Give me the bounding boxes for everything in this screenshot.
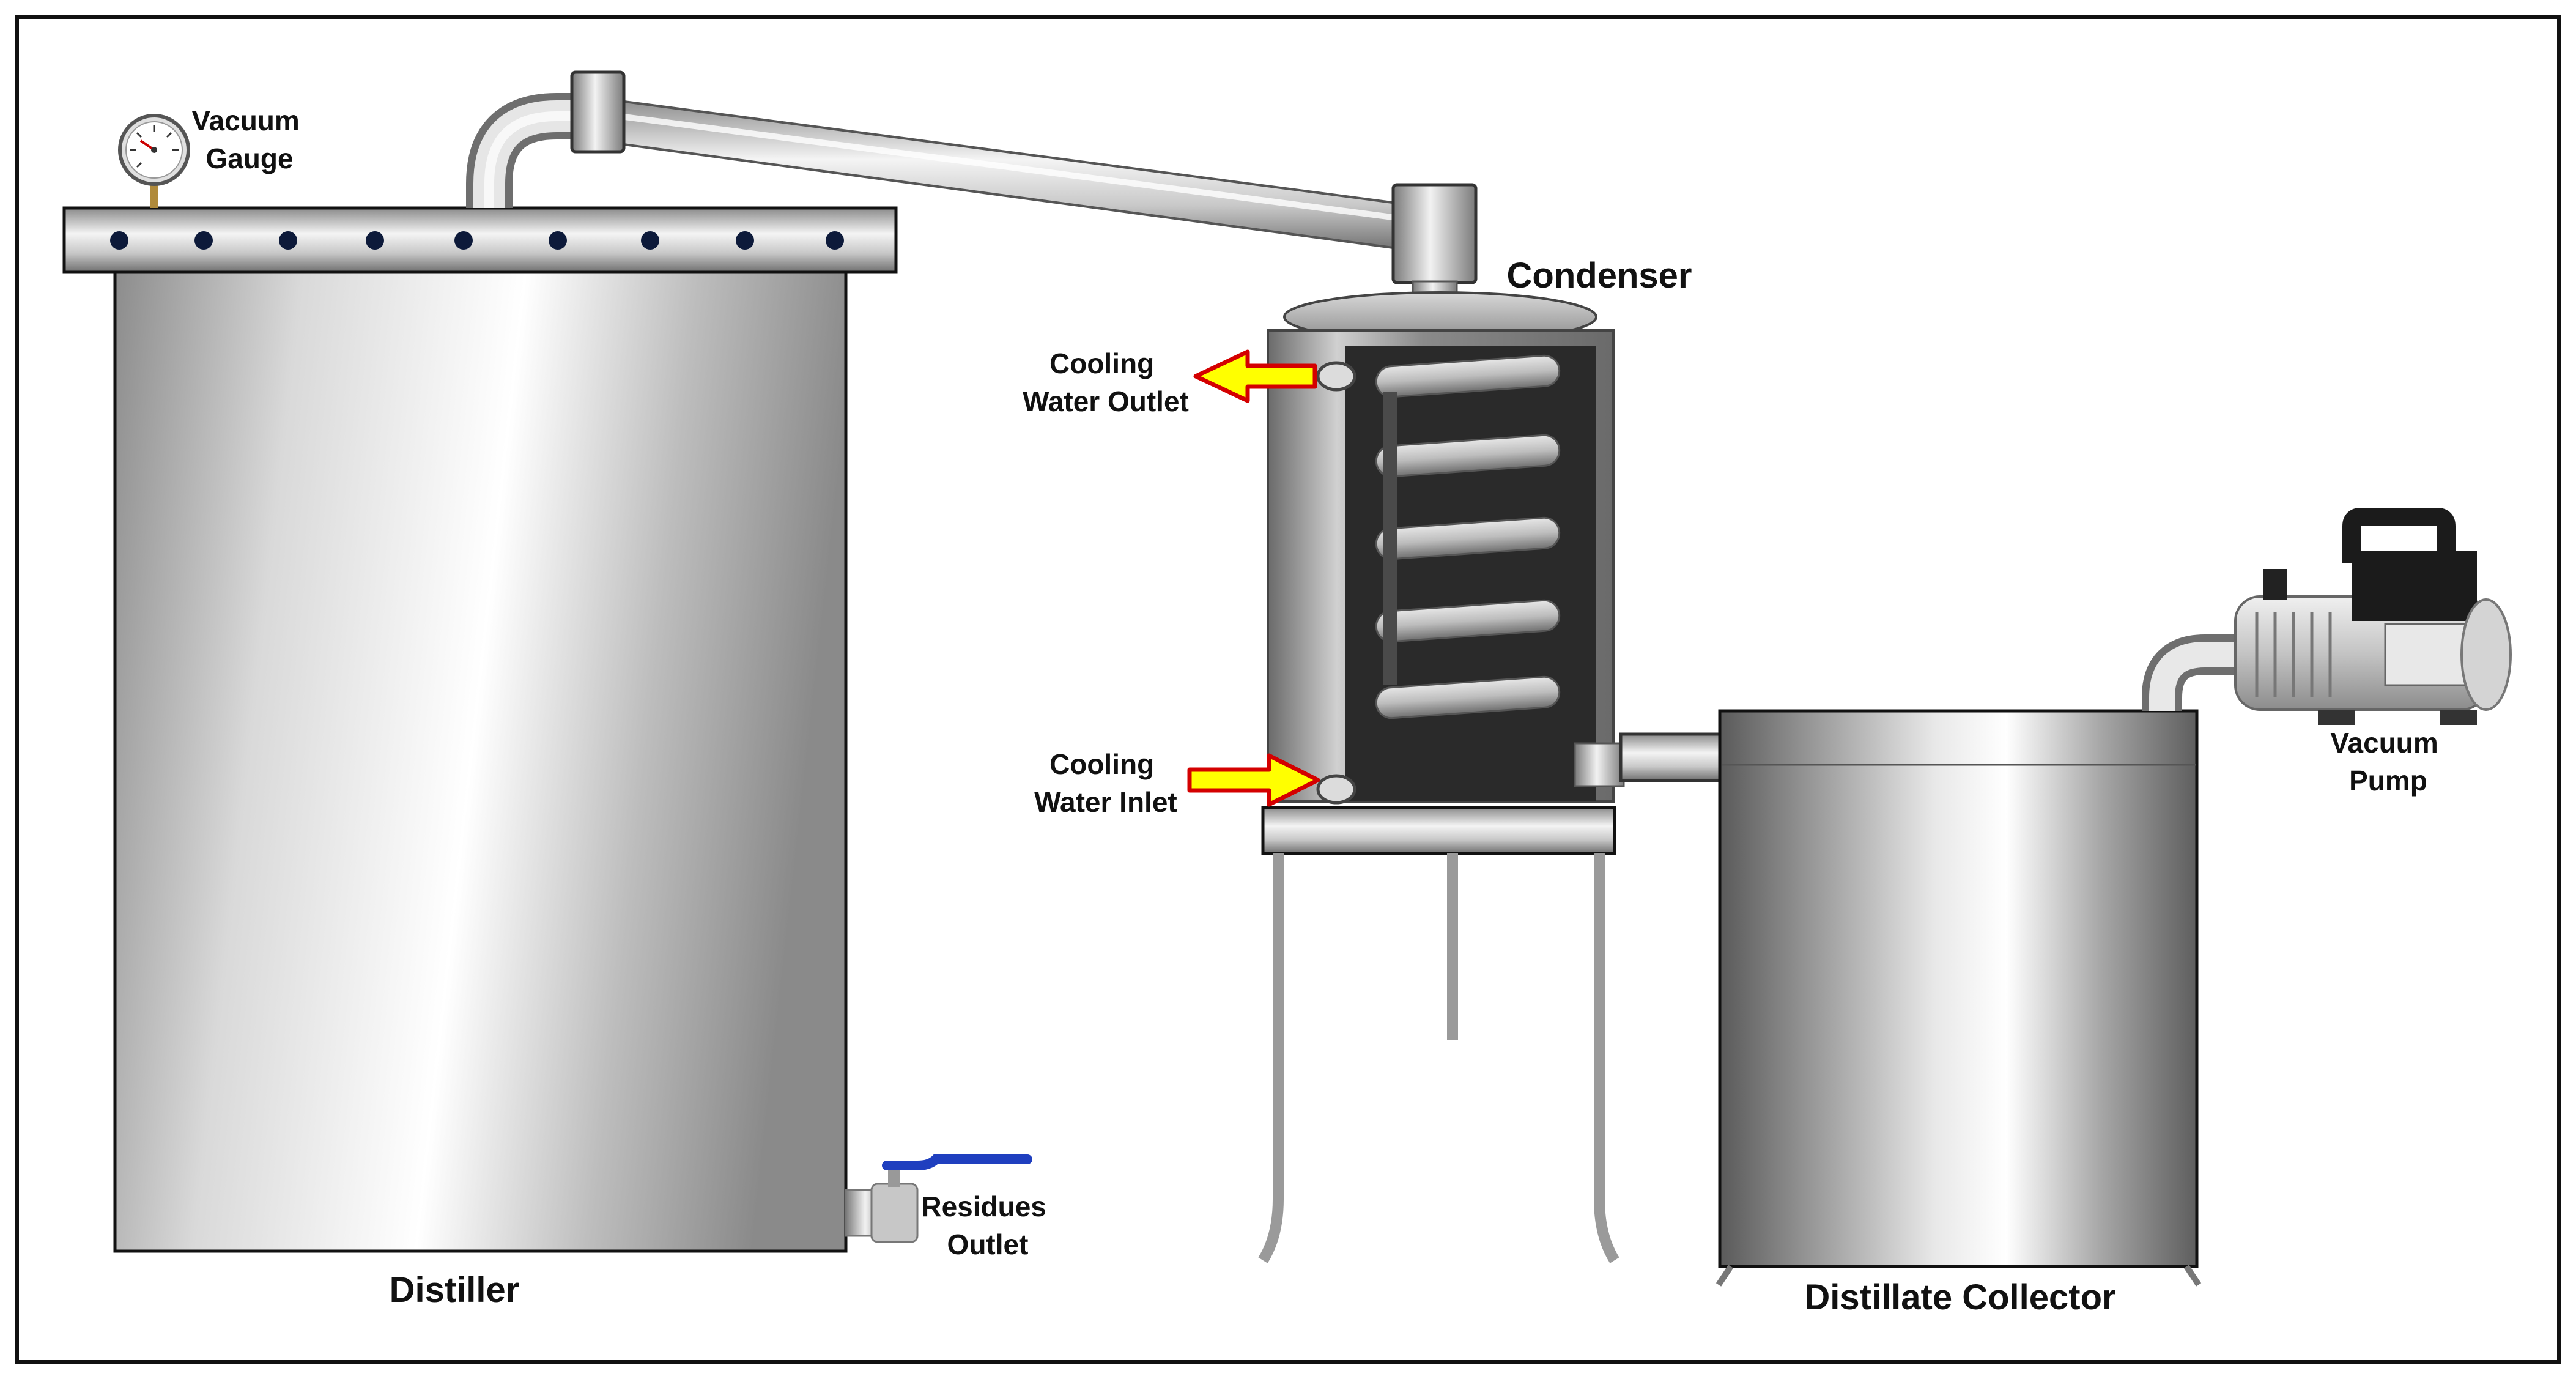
collector-body: [1718, 709, 2199, 1268]
distillate-collector-label: Distillate Collector: [1804, 1277, 2115, 1317]
vacuum-gauge-label: Vacuum Gauge: [191, 105, 307, 174]
residues-valve-icon: [845, 1154, 1032, 1243]
vacuum-gauge-label-line1: Vacuum: [191, 105, 299, 136]
residues-outlet-label: Residues Outlet: [921, 1191, 1054, 1260]
cooling-water-outlet-label-line2: Water Outlet: [1023, 385, 1189, 417]
cooling-water-outlet-arrow-icon: [1193, 349, 1317, 403]
flange-bolt: [194, 231, 213, 250]
vacuum-pump-icon: [2234, 508, 2512, 725]
condenser-cutaway: [1345, 346, 1596, 801]
flange-bolt: [279, 231, 297, 250]
vacuum-pump-label-line2: Pump: [2349, 765, 2427, 797]
cooling-water-inlet-arrow-icon: [1187, 753, 1320, 807]
condenser-label: Condenser: [1507, 256, 1692, 296]
residues-outlet-label-line2: Outlet: [947, 1228, 1029, 1260]
condenser-coil-icon: [1375, 354, 1561, 719]
vacuum-gauge-icon: [118, 114, 190, 208]
vacuum-gauge-label-line2: Gauge: [205, 143, 293, 174]
distiller-vessel: [62, 206, 898, 1253]
distiller-label: Distiller: [390, 1270, 520, 1310]
flange-bolt: [366, 231, 384, 250]
distiller-flange: [62, 206, 898, 274]
flange-bolt: [110, 231, 128, 250]
flange-bolt: [549, 231, 567, 250]
flange-bolt: [641, 231, 659, 250]
distiller-body: [113, 270, 848, 1253]
condenser-stand-legs: [1258, 853, 1619, 1263]
flange-bolt: [736, 231, 754, 250]
cooling-water-inlet-label-line1: Cooling: [1049, 748, 1154, 780]
pipe-coupling: [1391, 183, 1478, 284]
pipe-coupling: [570, 70, 626, 154]
flange-bolt: [826, 231, 844, 250]
cooling-water-outlet-label: Cooling Water Outlet: [1023, 348, 1189, 417]
distillate-collector-vessel: [1715, 709, 2202, 1287]
vacuum-pump-label: Vacuum Pump: [2330, 727, 2446, 797]
residues-outlet-label-line1: Residues: [921, 1191, 1046, 1222]
flange-bolt: [454, 231, 473, 250]
condenser-vessel: [1258, 291, 1625, 1263]
flange-bolts: [110, 231, 844, 250]
cooling-water-outlet-label-line1: Cooling: [1049, 348, 1154, 379]
cooling-water-inlet-label: Cooling Water Inlet: [1034, 748, 1177, 818]
condenser-stand-plate: [1261, 806, 1616, 855]
vapor-pipe: [466, 70, 1478, 310]
cooling-water-inlet-label-line2: Water Inlet: [1034, 786, 1177, 818]
vacuum-pump-label-line1: Vacuum: [2330, 727, 2438, 759]
distillate-pipe: [1619, 732, 1727, 782]
